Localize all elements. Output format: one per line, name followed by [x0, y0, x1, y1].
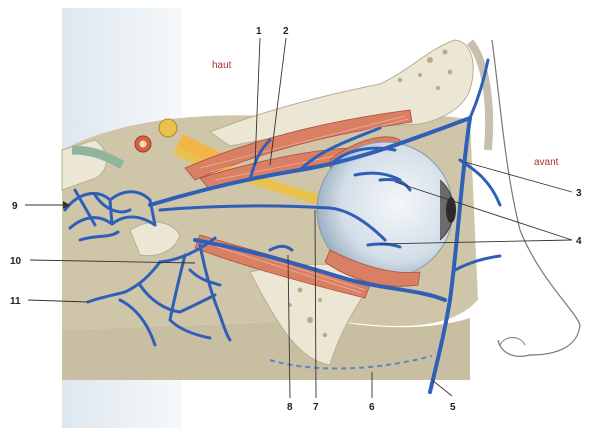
leader-5 — [432, 380, 452, 396]
callout-2: 2 — [283, 26, 289, 37]
callout-7: 7 — [313, 402, 319, 413]
callout-10: 10 — [10, 256, 22, 267]
callout-6: 6 — [369, 402, 375, 413]
nose-profile — [492, 40, 580, 356]
callout-8: 8 — [287, 402, 293, 413]
label-haut: haut — [212, 60, 232, 71]
nerve-section-yellow — [159, 119, 177, 137]
callout-5: 5 — [450, 402, 456, 413]
callout-3: 3 — [576, 188, 582, 199]
callout-4: 4 — [576, 236, 582, 247]
callout-1: 1 — [256, 26, 262, 37]
callout-9: 9 — [12, 201, 18, 212]
callout-11: 11 — [10, 296, 21, 307]
label-avant: avant — [534, 157, 559, 168]
